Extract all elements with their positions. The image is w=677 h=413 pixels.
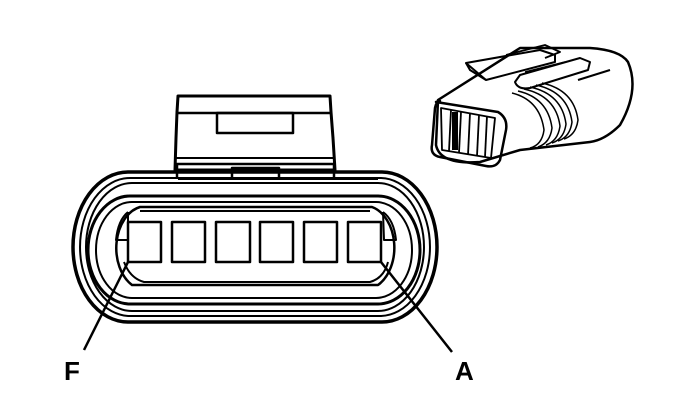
cavity-a <box>346 220 383 264</box>
latch-housing <box>173 94 337 178</box>
cavity-frame <box>115 205 397 287</box>
terminal-label-f: F <box>64 356 80 386</box>
seal-ring <box>86 194 422 306</box>
terminal-cavities <box>126 220 383 264</box>
front-face-view <box>71 94 453 353</box>
outer-shell <box>71 170 439 324</box>
leader-line-f <box>82 261 130 351</box>
cavity-b <box>302 220 339 264</box>
cavity-f <box>126 220 163 264</box>
cavity-e <box>170 220 207 264</box>
leader-line-a <box>380 261 453 353</box>
cavity-d <box>214 220 252 264</box>
terminal-label-a: A <box>455 356 474 386</box>
isometric-view <box>430 44 634 168</box>
cavity-c <box>258 220 295 264</box>
